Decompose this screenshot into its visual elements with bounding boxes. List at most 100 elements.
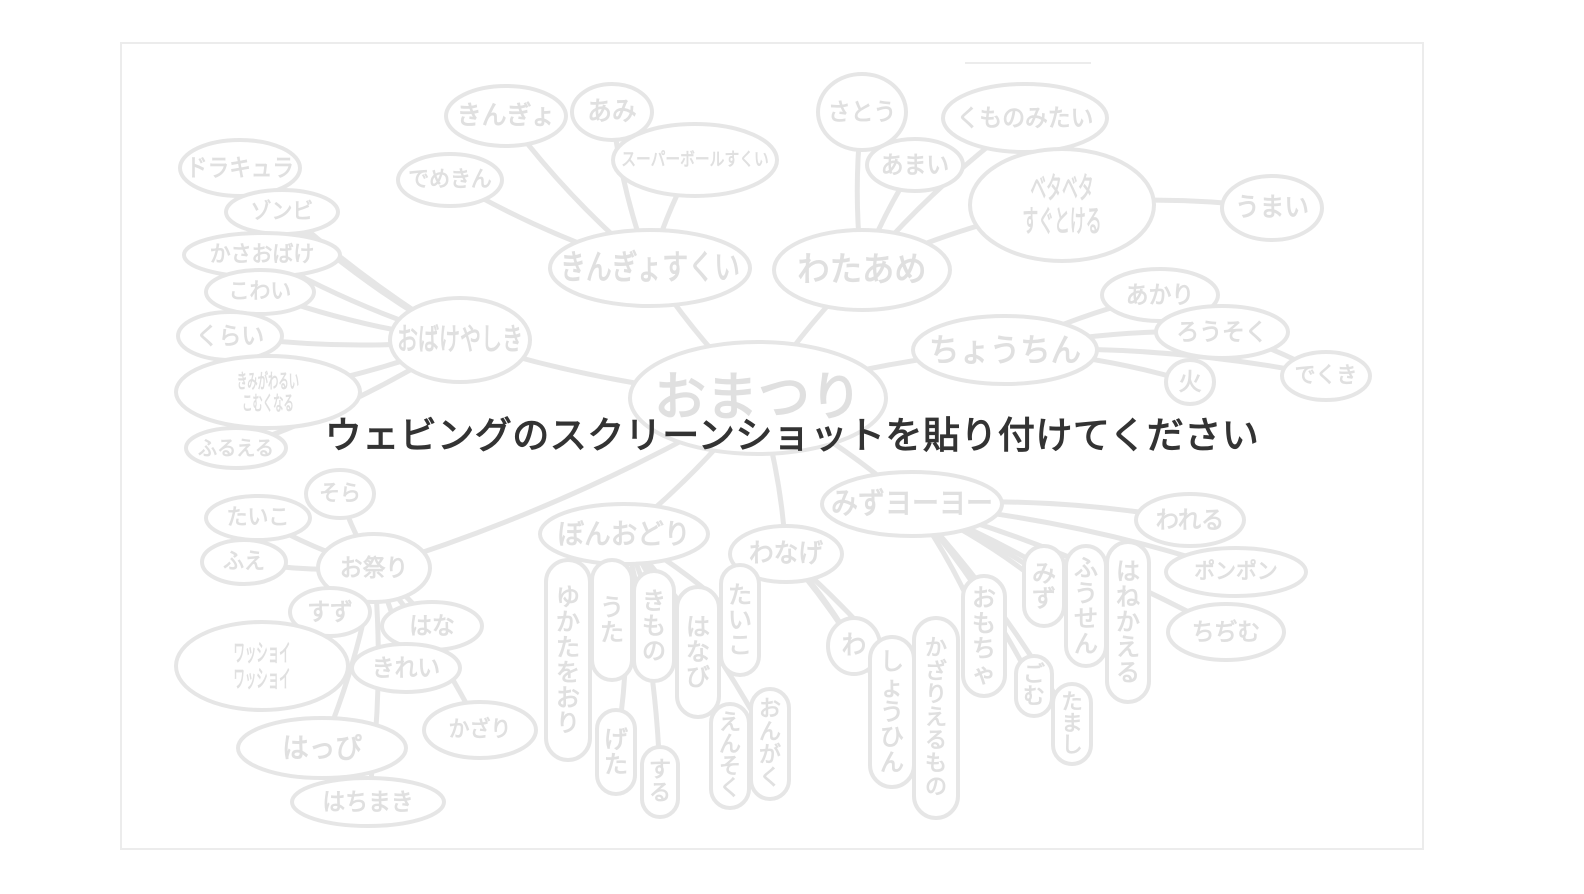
char-omocha-3: ゃ xyxy=(972,660,996,688)
char-shouhin-0: し xyxy=(880,648,904,676)
word-yukata: ゆかたをおり xyxy=(556,583,580,737)
word-fusen: ふうせん xyxy=(1074,554,1098,658)
char-hanekaeru-1: ね xyxy=(1116,583,1140,611)
word-omocha: おもちゃ xyxy=(972,584,996,688)
word-rousoku: ろうそく xyxy=(1176,318,1267,346)
word-akari: あかり xyxy=(1126,281,1194,309)
char-obuku-0: お xyxy=(759,697,781,722)
char-kimono-2: の xyxy=(642,637,666,665)
paste-screenshot-instruction: ウェビングのスクリーンショットを貼り付けてください xyxy=(0,410,1584,462)
word-ami: あみ xyxy=(587,97,636,127)
word-suzu: すず xyxy=(307,598,353,626)
char-yukata-1: か xyxy=(556,608,580,636)
char-obuku-3: く xyxy=(759,766,781,791)
char-kaeru-6: の xyxy=(925,775,947,800)
word-kimiwarui: きみがわるいこむくなる xyxy=(237,369,299,415)
char-geta-0: げ xyxy=(604,725,629,753)
word-kimono: きもの xyxy=(642,587,666,665)
char-shouhin-4: ん xyxy=(880,748,904,776)
word-amai: あまい xyxy=(881,151,949,179)
word-omatsuri2: お祭り xyxy=(340,554,408,582)
word-bonodori: ぼんおどり xyxy=(558,518,691,551)
word-uta: うた xyxy=(600,593,624,646)
char-shouhin-3: ひ xyxy=(880,723,904,751)
word-taiko: たいこ xyxy=(227,506,290,531)
word-kumo: くものみたい xyxy=(957,104,1094,132)
word-taiko2: たいこ xyxy=(728,581,752,659)
word-dekiru: でくき xyxy=(1295,364,1358,389)
word-umai: うまい xyxy=(1235,193,1309,223)
word-kaeru: かざりえるもの xyxy=(925,636,947,800)
char-yukata-2: た xyxy=(556,633,580,661)
char-kaeru-3: え xyxy=(925,706,947,731)
char-shouhin-2: う xyxy=(880,698,904,726)
word-shouhin: しょうひん xyxy=(880,648,904,777)
word-wataame: わたあめ xyxy=(797,250,926,290)
word-obakeyashiki: おばけやしき xyxy=(397,323,523,358)
char-hanekaeru-2: か xyxy=(1116,608,1140,636)
word-kingyosukui: きんぎょすくい xyxy=(560,248,740,288)
word-superball: スーパーボールすくい xyxy=(621,150,769,171)
char-yukata-0: ゆ xyxy=(556,583,580,611)
word-wanage: わなげ xyxy=(749,539,824,569)
word-ensoku: えんそく xyxy=(719,711,741,802)
char-hanabi-0: は xyxy=(686,613,710,641)
char-kaeru-0: か xyxy=(925,636,947,661)
word-betabeta: ベタベタすぐとける xyxy=(1022,171,1101,239)
char-tama-2: し xyxy=(1061,733,1082,758)
char-kaeru-1: ざ xyxy=(925,658,947,684)
word-mizuyoyo: みずヨーヨー xyxy=(831,487,993,522)
word-tama: たまし xyxy=(1061,690,1082,758)
char-mizu-1: ず xyxy=(1032,585,1056,613)
char-taiko2-0: た xyxy=(728,581,752,609)
char-yukata-3: を xyxy=(556,659,580,687)
char-ensoku-3: く xyxy=(719,777,741,802)
char-kaeru-5: も xyxy=(925,752,947,777)
word-chouchin: ちょうちん xyxy=(929,331,1081,369)
char-hanabi-1: な xyxy=(686,638,710,666)
word-gomu: ごむ xyxy=(1023,662,1045,710)
word-geta: げた xyxy=(604,725,629,778)
word-kingyo: きんぎょ xyxy=(457,101,556,131)
char-uta-1: た xyxy=(600,619,624,647)
word-obuku: おんがく xyxy=(759,697,781,791)
word-mizu: みず xyxy=(1032,559,1056,612)
char-geta-1: た xyxy=(604,751,628,779)
word-hanabi: はなび xyxy=(686,613,710,691)
char-taiko2-2: こ xyxy=(728,631,752,659)
char-hanekaeru-0: は xyxy=(1116,558,1140,586)
word-kurai: くらい xyxy=(196,322,264,350)
word-dorakyura: ドラキュラ xyxy=(186,154,294,182)
word-kasaobake: かさおばけ xyxy=(210,243,315,268)
char-mizu-0: み xyxy=(1032,559,1056,587)
char-uta-0: う xyxy=(600,593,624,621)
char-hanabi-2: び xyxy=(686,663,710,691)
word-suru: する xyxy=(649,758,671,806)
word-fue: ふえ xyxy=(223,550,265,575)
word-hachimaki: はちまき xyxy=(322,788,413,816)
word-hi: 火 xyxy=(1179,368,1202,396)
word-wa: わ xyxy=(842,631,867,661)
char-kimono-0: き xyxy=(642,587,666,615)
char-kimono-1: も xyxy=(642,612,666,640)
char-kaeru-2: り xyxy=(925,682,947,707)
word-hana: はな xyxy=(409,612,455,640)
word-zonbi: ゾンビ xyxy=(251,199,314,225)
char-taiko2-1: い xyxy=(728,606,752,634)
char-suru-1: る xyxy=(649,781,671,806)
word-happi: はっぴ xyxy=(282,732,362,765)
char-kaeru-4: る xyxy=(925,729,947,754)
word-ponpon: ポンポン xyxy=(1194,559,1278,585)
word-chijimu: ちぢむ xyxy=(1192,618,1260,646)
char-suru-0: す xyxy=(649,758,671,783)
char-fusen-3: ん xyxy=(1074,630,1098,658)
word-wareru: われる xyxy=(1156,506,1224,534)
char-omocha-1: も xyxy=(972,609,996,637)
word-hanekaeru: はねかえる xyxy=(1116,558,1140,687)
word-wasshoi: ワッショイワッショイ xyxy=(234,639,291,693)
char-gomu-1: む xyxy=(1023,685,1045,710)
word-kazari: かざり xyxy=(449,717,512,743)
word-kowai: こわい xyxy=(229,280,292,305)
char-obuku-2: が xyxy=(759,742,781,768)
char-yukata-5: り xyxy=(556,709,580,737)
